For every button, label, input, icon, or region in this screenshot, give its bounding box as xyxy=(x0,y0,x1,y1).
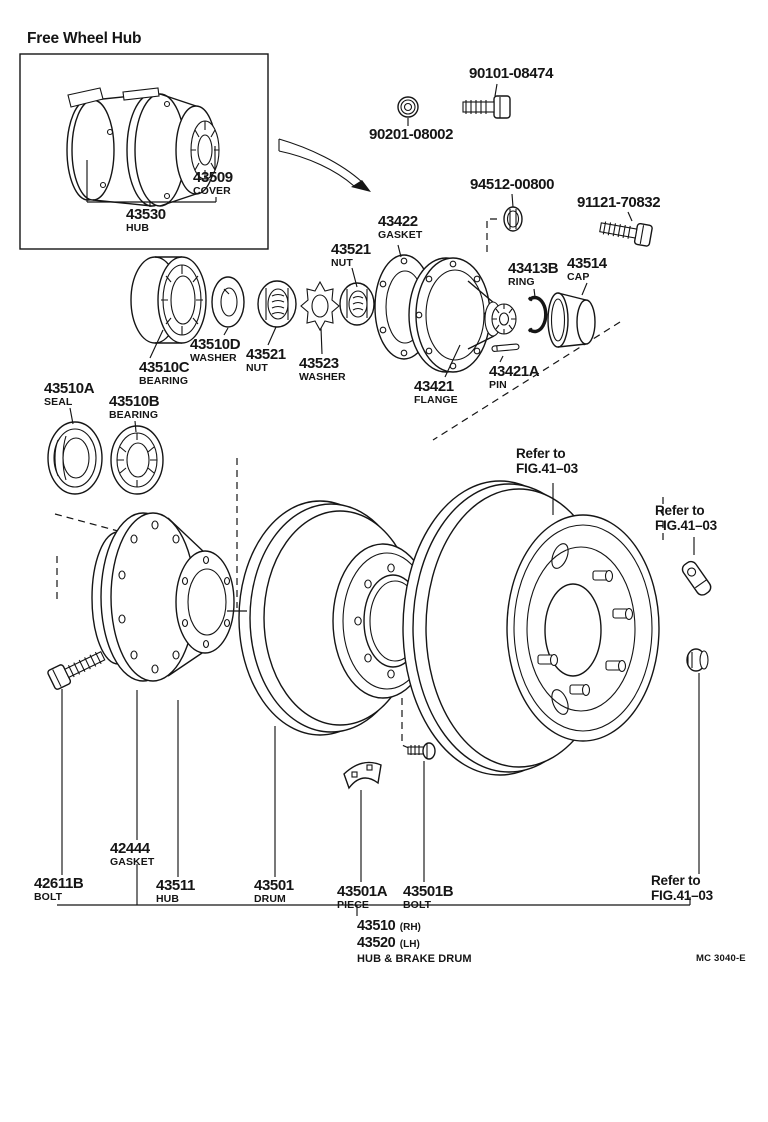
bearing-43510b-drawing xyxy=(110,425,164,495)
part-label-43510b: 43510B BEARING xyxy=(109,393,160,421)
part-label-94512-00800: 94512-00800 xyxy=(470,176,555,193)
part-label-90201-08002: 90201-08002 xyxy=(369,126,454,143)
nut-94512-drawing xyxy=(503,206,523,232)
pointer-arrow-icon xyxy=(278,138,371,192)
part-label-43510c: 43510C BEARING xyxy=(139,359,190,387)
refer-note-top: Refer to FIG.41–03 xyxy=(516,446,578,476)
cap-43514-drawing xyxy=(547,292,596,348)
part-label-43511: 43511 HUB xyxy=(156,877,195,905)
snap-ring-43413b-drawing xyxy=(527,295,548,334)
lug-nut-drawing xyxy=(686,648,709,672)
assembly-label: 43510 (RH) 43520 (LH) HUB & BRAKE DRUM xyxy=(357,918,472,965)
washer-43510d-drawing xyxy=(211,276,245,328)
dashed-guides xyxy=(54,218,664,750)
part-label-43501: 43501 DRUM xyxy=(254,877,294,905)
part-label-43509: 43509 COVER xyxy=(193,169,233,197)
part-label-43510a: 43510A SEAL xyxy=(44,380,95,408)
bolt-91121-drawing xyxy=(599,221,653,247)
part-label-43501b: 43501B BOLT xyxy=(403,883,454,911)
part-label-43521-outer: 43521 NUT xyxy=(331,241,371,269)
bearing-43510c-drawing xyxy=(130,256,207,344)
part-label-43421: 43421 FLANGE xyxy=(414,378,458,406)
part-label-42611b: 42611B BOLT xyxy=(34,875,84,903)
refer-note-right: Refer to FIG.41–03 xyxy=(655,503,717,533)
bolt-42611b-drawing xyxy=(47,651,106,690)
part-label-43421a: 43421A PIN xyxy=(489,363,540,391)
bolt-43501b-drawing xyxy=(407,742,436,760)
part-label-43514: 43514 CAP xyxy=(567,255,607,283)
lug-studs xyxy=(537,569,634,697)
lock-washer-43523-drawing xyxy=(300,280,340,332)
part-label-43521-inner: 43521 NUT xyxy=(246,346,286,374)
bolt-90101-drawing xyxy=(462,95,511,119)
pin-43421a-drawing xyxy=(491,343,520,352)
part-label-90101-08474: 90101-08474 xyxy=(469,65,554,82)
nut-43521-outer-drawing xyxy=(339,282,375,326)
refer-note-bottom: Refer to FIG.41–03 xyxy=(651,873,713,903)
seal-43510a-drawing xyxy=(47,421,103,495)
page-title: Free Wheel Hub xyxy=(27,30,142,47)
part-label-43530: 43530 HUB xyxy=(126,206,166,234)
part-label-43501a: 43501A PIECE xyxy=(337,883,388,911)
doc-code: MC 3040-E xyxy=(696,953,746,964)
part-label-43510d: 43510D WASHER xyxy=(190,336,241,364)
leader-lines xyxy=(57,83,700,916)
free-wheel-hub-inset xyxy=(19,53,269,250)
part-label-42444: 42444 GASKET xyxy=(110,840,155,868)
nut-90201-drawing xyxy=(397,96,419,118)
balance-clip-drawing xyxy=(681,560,712,596)
flange-43421-drawing xyxy=(408,257,517,373)
part-label-91121-70832: 91121-70832 xyxy=(577,194,661,211)
hub-assembly-drawing xyxy=(91,512,235,682)
nut-43521-inner-drawing xyxy=(257,280,297,328)
part-label-43413b: 43413B RING xyxy=(508,260,559,288)
piece-43501a-drawing xyxy=(343,761,382,790)
wheel-rim-drawing xyxy=(402,480,660,776)
part-label-43523: 43523 WASHER xyxy=(299,355,346,383)
part-label-43422: 43422 GASKET xyxy=(378,213,423,241)
